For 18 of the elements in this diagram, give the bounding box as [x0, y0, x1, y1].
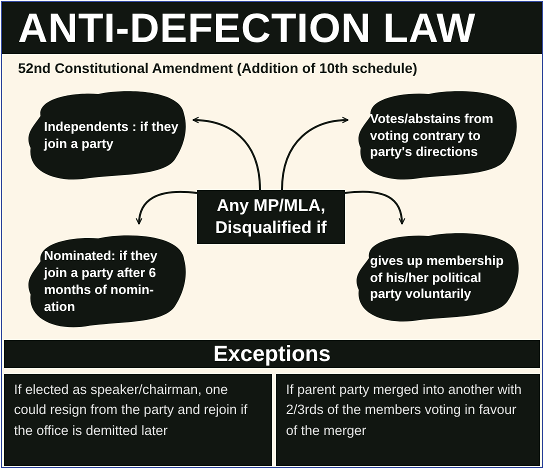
- subtitle: 52nd Constitutional Amendment (Addition of 10th schedule): [18, 60, 418, 76]
- center-box: [197, 190, 345, 244]
- curved-arrow: [344, 190, 406, 225]
- title: ANTI-DEFECTION LAW: [18, 8, 476, 48]
- node-text: gives up membership of his/her political party voluntarily: [370, 252, 505, 304]
- node-text: If parent party merged into another with 2/3rds of the members voting in favour of the merger: [286, 381, 523, 440]
- section-header: [4, 340, 540, 368]
- curved-arrow: [192, 116, 261, 190]
- node-text: Nominated: if they join a party after 6 months of nomin-ation: [44, 248, 158, 316]
- node-text: If elected as speaker/chairman, one could resign from the party and rejoin if the office is demitted later: [14, 381, 248, 440]
- node-text: Votes/abstains from voting contrary to party's directions: [370, 110, 494, 162]
- text-panel: [276, 374, 540, 466]
- node-text: Any MP/MLA, Disqualified if: [214, 194, 328, 239]
- node-text: Independents : if they join a party: [44, 119, 179, 153]
- curved-arrow: [281, 116, 349, 190]
- text-panel: [4, 374, 272, 466]
- node-text: Exceptions: [213, 341, 331, 367]
- curved-arrow: [136, 190, 198, 225]
